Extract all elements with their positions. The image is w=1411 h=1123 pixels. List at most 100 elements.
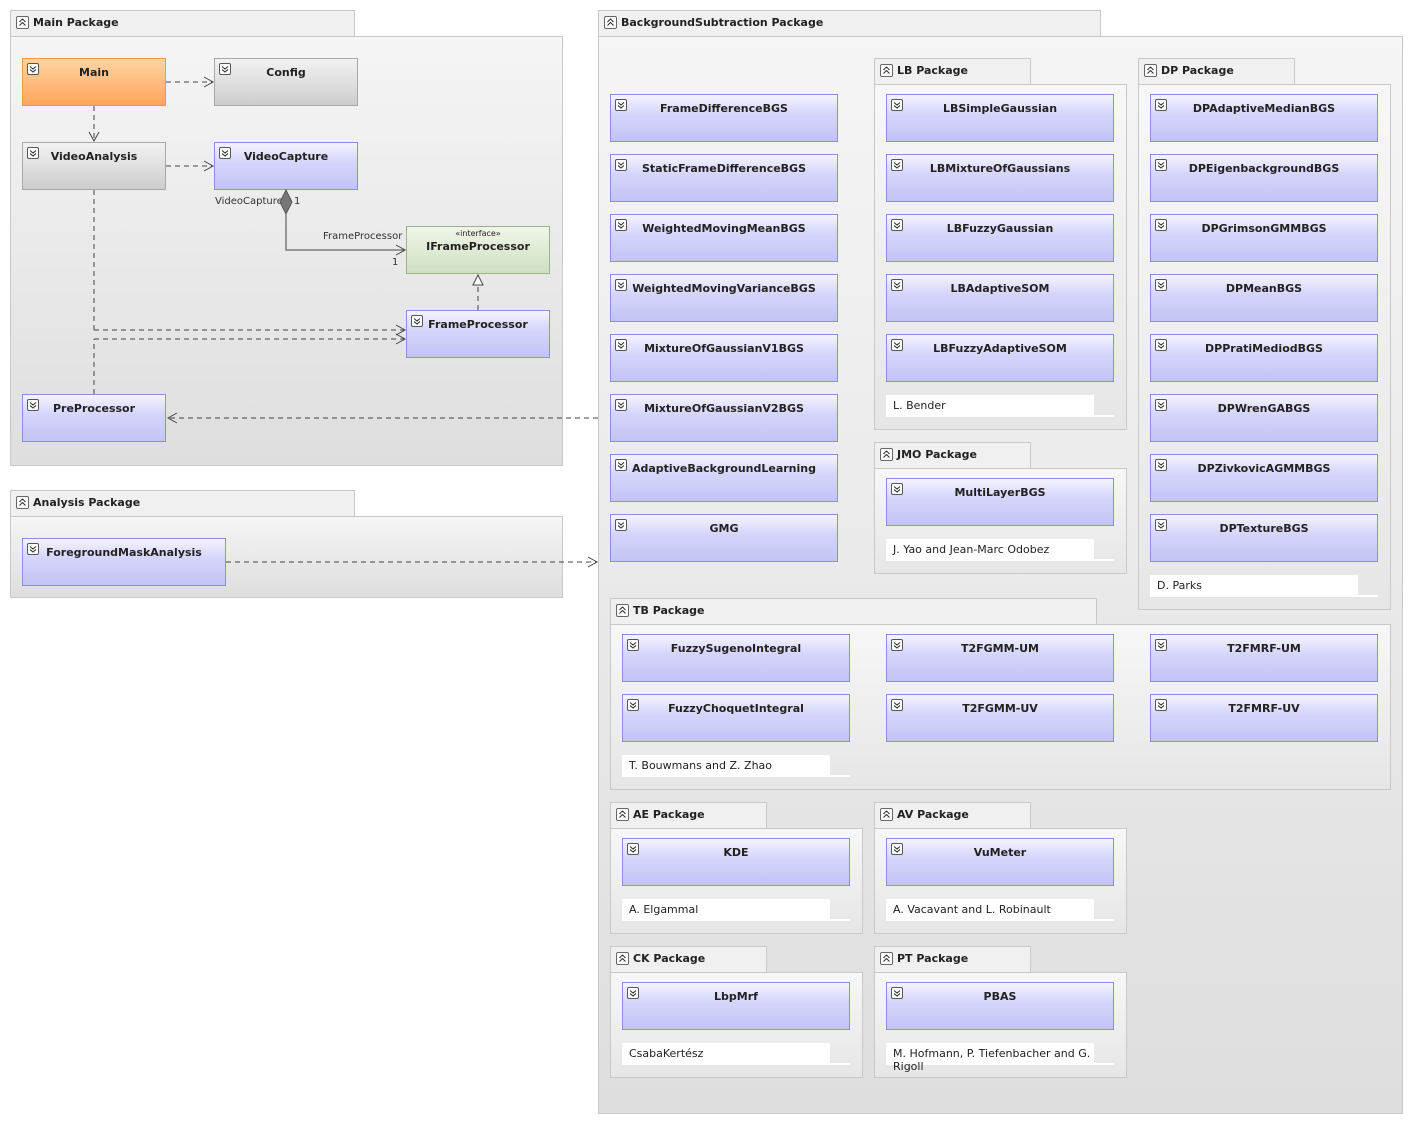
bgs-class-1[interactable]: StaticFrameDifferenceBGS bbox=[610, 154, 838, 202]
expand-icon[interactable] bbox=[615, 219, 627, 231]
expand-icon[interactable] bbox=[1155, 159, 1167, 171]
tb-package-tab[interactable]: TB Package bbox=[610, 598, 1097, 624]
ae-package-tab[interactable]: AE Package bbox=[610, 802, 767, 828]
collapse-icon[interactable] bbox=[604, 16, 617, 29]
expand-icon[interactable] bbox=[891, 639, 903, 651]
collapse-icon[interactable] bbox=[616, 604, 629, 617]
bgs-class-4[interactable]: MixtureOfGaussianV1BGS bbox=[610, 334, 838, 382]
tb-class-0[interactable]: FuzzySugenoIntegral bbox=[622, 634, 850, 682]
expand-icon[interactable] bbox=[615, 459, 627, 471]
expand-icon[interactable] bbox=[1155, 279, 1167, 291]
dp-class-5[interactable]: DPWrenGABGS bbox=[1150, 394, 1378, 442]
expand-icon[interactable] bbox=[615, 399, 627, 411]
lb-class-2[interactable]: LBFuzzyGaussian bbox=[886, 214, 1114, 262]
tb-class-5[interactable]: T2FMRF-UV bbox=[1150, 694, 1378, 742]
expand-icon[interactable] bbox=[1155, 459, 1167, 471]
main-package-tab[interactable]: Main Package bbox=[10, 10, 355, 36]
lb-package-tab[interactable]: LB Package bbox=[874, 58, 1031, 84]
collapse-icon[interactable] bbox=[16, 496, 29, 509]
expand-icon[interactable] bbox=[1155, 99, 1167, 111]
expand-icon[interactable] bbox=[1155, 519, 1167, 531]
av-class-0[interactable]: VuMeter bbox=[886, 838, 1114, 886]
ck-class-0[interactable]: LbpMrf bbox=[622, 982, 850, 1030]
dp-class-3[interactable]: DPMeanBGS bbox=[1150, 274, 1378, 322]
bgs-package-tab[interactable]: BackgroundSubtraction Package bbox=[598, 10, 1101, 36]
expand-icon[interactable] bbox=[615, 339, 627, 351]
expand-icon[interactable] bbox=[615, 99, 627, 111]
expand-icon[interactable] bbox=[27, 63, 39, 75]
foregroundmaskanalysis-class[interactable]: ForegroundMaskAnalysis bbox=[22, 538, 226, 586]
bgs-class-3[interactable]: WeightedMovingVarianceBGS bbox=[610, 274, 838, 322]
analysis-package-tab[interactable]: Analysis Package bbox=[10, 490, 355, 516]
dp-package-tab[interactable]: DP Package bbox=[1138, 58, 1295, 84]
dp-class-2[interactable]: DPGrimsonGMMBGS bbox=[1150, 214, 1378, 262]
pt-class-0[interactable]: PBAS bbox=[886, 982, 1114, 1030]
expand-icon[interactable] bbox=[1155, 339, 1167, 351]
expand-icon[interactable] bbox=[627, 699, 639, 711]
tb-class-2[interactable]: T2FGMM-UM bbox=[886, 634, 1114, 682]
expand-icon[interactable] bbox=[615, 279, 627, 291]
dp-class-1[interactable]: DPEigenbackgroundBGS bbox=[1150, 154, 1378, 202]
frameprocessor-class[interactable]: FrameProcessor bbox=[406, 310, 550, 358]
preprocessor-class[interactable]: PreProcessor bbox=[22, 394, 166, 442]
videoanalysis-class[interactable]: VideoAnalysis bbox=[22, 142, 166, 190]
iframeprocessor-interface[interactable]: «interface» IFrameProcessor bbox=[406, 226, 550, 274]
bgs-class-6[interactable]: AdaptiveBackgroundLearning bbox=[610, 454, 838, 502]
expand-icon[interactable] bbox=[27, 543, 39, 555]
tb-class-1[interactable]: FuzzyChoquetIntegral bbox=[622, 694, 850, 742]
expand-icon[interactable] bbox=[1155, 219, 1167, 231]
expand-icon[interactable] bbox=[891, 843, 903, 855]
expand-icon[interactable] bbox=[219, 63, 231, 75]
bgs-class-5[interactable]: MixtureOfGaussianV2BGS bbox=[610, 394, 838, 442]
expand-icon[interactable] bbox=[615, 159, 627, 171]
expand-icon[interactable] bbox=[615, 519, 627, 531]
lb-class-1[interactable]: LBMixtureOfGaussians bbox=[886, 154, 1114, 202]
collapse-icon[interactable] bbox=[880, 64, 893, 77]
pt-package-tab[interactable]: PT Package bbox=[874, 946, 1031, 972]
bgs-class-0[interactable]: FrameDifferenceBGS bbox=[610, 94, 838, 142]
collapse-icon[interactable] bbox=[1144, 64, 1157, 77]
expand-icon[interactable] bbox=[627, 987, 639, 999]
expand-icon[interactable] bbox=[411, 315, 423, 327]
collapse-icon[interactable] bbox=[616, 952, 629, 965]
tb-class-4[interactable]: T2FMRF-UM bbox=[1150, 634, 1378, 682]
collapse-icon[interactable] bbox=[880, 952, 893, 965]
expand-icon[interactable] bbox=[891, 159, 903, 171]
expand-icon[interactable] bbox=[27, 399, 39, 411]
collapse-icon[interactable] bbox=[16, 16, 29, 29]
expand-icon[interactable] bbox=[891, 339, 903, 351]
lb-class-3[interactable]: LBAdaptiveSOM bbox=[886, 274, 1114, 322]
bgs-class-7[interactable]: GMG bbox=[610, 514, 838, 562]
expand-icon[interactable] bbox=[27, 147, 39, 159]
expand-icon[interactable] bbox=[627, 639, 639, 651]
collapse-icon[interactable] bbox=[616, 808, 629, 821]
expand-icon[interactable] bbox=[891, 279, 903, 291]
expand-icon[interactable] bbox=[1155, 399, 1167, 411]
bgs-class-2[interactable]: WeightedMovingMeanBGS bbox=[610, 214, 838, 262]
dp-class-7[interactable]: DPTextureBGS bbox=[1150, 514, 1378, 562]
av-package-tab[interactable]: AV Package bbox=[874, 802, 1031, 828]
expand-icon[interactable] bbox=[627, 843, 639, 855]
expand-icon[interactable] bbox=[1155, 639, 1167, 651]
expand-icon[interactable] bbox=[891, 219, 903, 231]
ck-package-tab[interactable]: CK Package bbox=[610, 946, 767, 972]
collapse-icon[interactable] bbox=[880, 808, 893, 821]
jmo-package-tab[interactable]: JMO Package bbox=[874, 442, 1031, 468]
config-class[interactable]: Config bbox=[214, 58, 358, 106]
tb-class-3[interactable]: T2FGMM-UV bbox=[886, 694, 1114, 742]
main-class[interactable]: Main bbox=[22, 58, 166, 106]
lb-class-4[interactable]: LBFuzzyAdaptiveSOM bbox=[886, 334, 1114, 382]
expand-icon[interactable] bbox=[891, 99, 903, 111]
dp-class-4[interactable]: DPPratiMediodBGS bbox=[1150, 334, 1378, 382]
ae-class-0[interactable]: KDE bbox=[622, 838, 850, 886]
dp-class-0[interactable]: DPAdaptiveMedianBGS bbox=[1150, 94, 1378, 142]
videocapture-class[interactable]: VideoCapture bbox=[214, 142, 358, 190]
expand-icon[interactable] bbox=[891, 987, 903, 999]
lb-class-0[interactable]: LBSimpleGaussian bbox=[886, 94, 1114, 142]
expand-icon[interactable] bbox=[1155, 699, 1167, 711]
expand-icon[interactable] bbox=[219, 147, 231, 159]
expand-icon[interactable] bbox=[891, 699, 903, 711]
jmo-class-0[interactable]: MultiLayerBGS bbox=[886, 478, 1114, 526]
collapse-icon[interactable] bbox=[880, 448, 893, 461]
expand-icon[interactable] bbox=[891, 483, 903, 495]
